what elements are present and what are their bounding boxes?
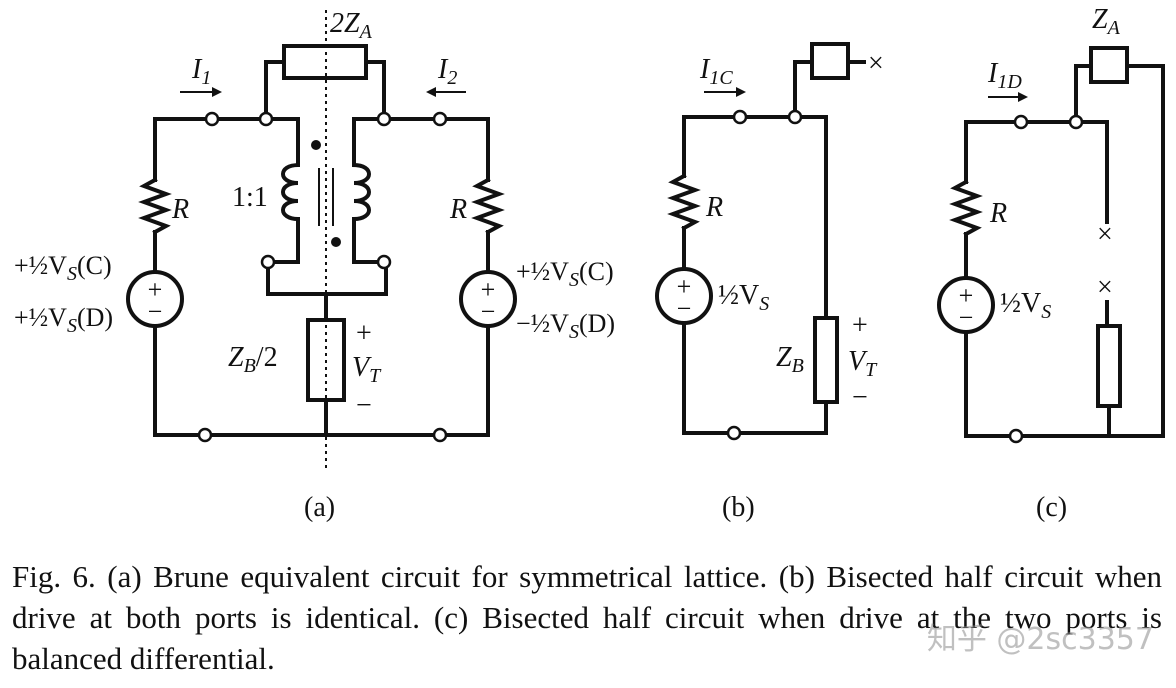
svg-text:+: + (148, 275, 163, 304)
label-src-left-bot: +½VS(D) (14, 303, 113, 337)
transformer-core (318, 168, 334, 226)
label-src-left-top: +½VS(C) (14, 251, 112, 285)
svg-text:+: + (677, 272, 692, 301)
label-turns-ratio: 1:1 (232, 182, 268, 213)
label-vs-c: ½VS (1000, 288, 1051, 323)
current-arrow-c (988, 92, 1028, 102)
coil-right (351, 162, 371, 224)
label-src-right-top: +½VS(C) (516, 257, 614, 291)
label-r-b: R (705, 192, 723, 223)
label-r-c: R (989, 198, 1007, 229)
terminals-b (726, 109, 803, 441)
coil-left (281, 162, 301, 224)
label-vs-b: ½VS (718, 280, 769, 315)
label-minus-b: − (852, 382, 868, 413)
panel-label-b: (b) (722, 492, 755, 523)
svg-text:−: − (677, 294, 692, 323)
figure-caption: Fig. 6. (a) Brune equivalent circuit for… (12, 559, 1162, 676)
watermark: 知乎 @2sc3357 (926, 622, 1154, 657)
svg-text:+: + (959, 281, 974, 310)
label-2za: 2ZA (330, 8, 373, 43)
terminals-c (1008, 114, 1084, 444)
resistor-right-a (471, 177, 505, 235)
label-i2: I2 (437, 54, 457, 89)
label-za-c: ZA (1092, 4, 1121, 39)
label-i1c: I1C (699, 54, 733, 89)
svg-text:−: − (148, 297, 163, 326)
svg-text:−: − (481, 297, 496, 326)
label-zb-b: ZB (776, 342, 804, 377)
label-minus-a: − (356, 390, 372, 421)
label-plus-b: + (852, 310, 868, 341)
panel-label-c: (c) (1036, 492, 1067, 523)
label-src-right-bot: −½VS(D) (516, 309, 615, 343)
open-mark-c-lower: × (1097, 272, 1113, 303)
label-r-right-a: R (449, 194, 467, 225)
label-i1d: I1D (987, 58, 1022, 93)
panel-b-wires (667, 42, 866, 435)
label-vt-b: VT (848, 346, 878, 381)
current-arrow-b (704, 87, 746, 97)
terminals-a (197, 111, 448, 443)
label-zb-half: ZB/2 (228, 342, 278, 377)
source-b: + − (655, 267, 713, 325)
svg-text:−: − (959, 303, 974, 332)
svg-text:+: + (481, 275, 496, 304)
current-arrows-a (180, 87, 466, 97)
label-i1: I1 (191, 54, 211, 89)
source-c: + − (937, 276, 995, 334)
polarity-dot-bottom (331, 237, 341, 247)
open-mark-b: × (868, 48, 884, 79)
open-mark-c-upper: × (1097, 219, 1113, 250)
label-r-left-a: R (171, 194, 189, 225)
label-vt-a: VT (352, 352, 382, 387)
source-left-a: + − (126, 270, 184, 328)
label-plus-a: + (356, 318, 372, 349)
panel-label-a: (a) (304, 492, 335, 523)
panel-c-wires (949, 46, 1165, 438)
source-right-a: + − (459, 270, 517, 328)
polarity-dot-top (311, 140, 321, 150)
resistor-left-a (138, 177, 172, 235)
